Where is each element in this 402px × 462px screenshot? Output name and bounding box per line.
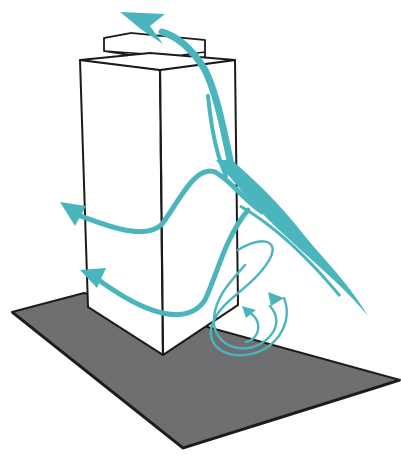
side-flow-arrow-lower [80,207,251,318]
ground-plane [11,292,401,450]
ground-vortex [209,240,288,357]
downwash-flow [216,160,368,316]
upwash-flow-arrow [120,12,236,178]
side-flow-arrow-upper [60,168,265,235]
